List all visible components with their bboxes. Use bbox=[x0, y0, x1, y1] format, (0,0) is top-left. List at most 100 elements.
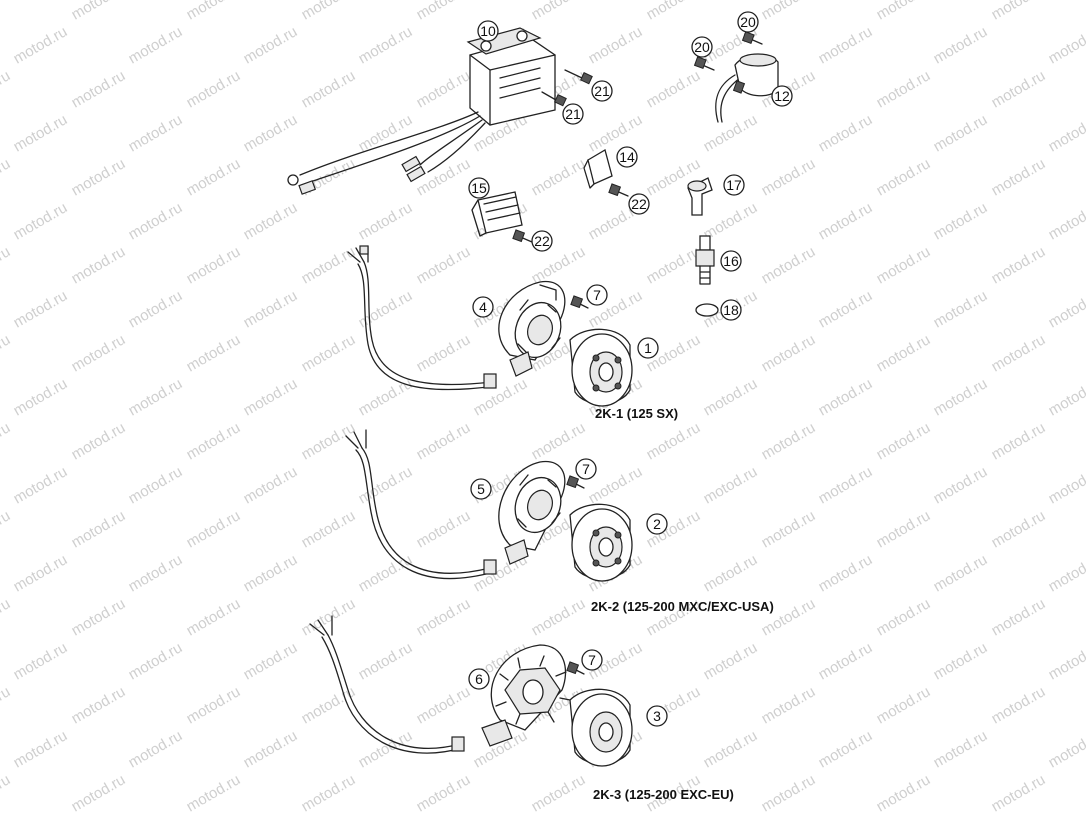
watermark-text: motod.ru bbox=[529, 155, 589, 199]
watermark-text: motod.ru bbox=[184, 243, 244, 287]
watermark-text: motod.ru bbox=[989, 507, 1049, 551]
watermark-text: motod.ru bbox=[874, 243, 934, 287]
watermark-text: motod.ru bbox=[874, 331, 934, 375]
watermark-text: motod.ru bbox=[356, 23, 416, 67]
watermark-text: motod.ru bbox=[184, 771, 244, 815]
svg-text:20: 20 bbox=[694, 39, 710, 55]
watermark-text: motod.ru bbox=[11, 463, 71, 507]
watermark-text: motod.ru bbox=[414, 419, 474, 463]
watermark-text: motod.ru bbox=[989, 0, 1049, 23]
watermark-text: motod.ru bbox=[989, 419, 1049, 463]
watermark-text: motod.ru bbox=[126, 23, 186, 67]
watermark-text: motod.ru bbox=[816, 639, 876, 683]
watermark-text: motod.ru bbox=[356, 375, 416, 419]
watermark-text: motod.ru bbox=[759, 155, 819, 199]
watermark-text: motod.ru bbox=[644, 419, 704, 463]
watermark-text: motod.ru bbox=[299, 0, 359, 23]
watermark-text: motod.ru bbox=[299, 683, 359, 727]
watermark-text: motod.ru bbox=[701, 639, 761, 683]
watermark-text: motod.ru bbox=[126, 375, 186, 419]
watermark-text: motod.ru bbox=[0, 67, 13, 111]
watermark-text: motod.ru bbox=[586, 111, 646, 155]
watermark-text: motod.ru bbox=[644, 0, 704, 23]
callout-16: 16 bbox=[720, 250, 742, 272]
watermark-text: motod.ru bbox=[11, 111, 71, 155]
watermark-text: motod.ru bbox=[241, 551, 301, 595]
watermark-text: motod.ru bbox=[759, 507, 819, 551]
watermark-text: motod.ru bbox=[701, 463, 761, 507]
watermark-text: motod.ru bbox=[11, 23, 71, 67]
callout-10: 10 bbox=[477, 20, 499, 42]
watermark-text: motod.ru bbox=[931, 199, 991, 243]
watermark-text: motod.ru bbox=[529, 771, 589, 815]
watermark-text: motod.ru bbox=[701, 111, 761, 155]
watermark-text: motod.ru bbox=[874, 67, 934, 111]
watermark-text: motod.ru bbox=[874, 419, 934, 463]
voltage-regulator bbox=[471, 191, 523, 237]
watermark-text: motod.ru bbox=[816, 551, 876, 595]
caption-2k-3: 2K-3 (125-200 EXC-EU) bbox=[593, 787, 734, 802]
watermark-text: motod.ru bbox=[816, 727, 876, 771]
watermark-text: motod.ru bbox=[759, 331, 819, 375]
ignition-coil bbox=[715, 53, 779, 123]
watermark-text: motod.ru bbox=[1046, 199, 1086, 243]
watermark-text: motod.ru bbox=[299, 419, 359, 463]
watermark-text: motod.ru bbox=[874, 771, 934, 815]
watermark-text: motod.ru bbox=[931, 639, 991, 683]
svg-text:21: 21 bbox=[594, 83, 610, 99]
callout-21-a: 21 bbox=[591, 80, 613, 102]
watermark-text: motod.ru bbox=[471, 375, 531, 419]
watermark-text: motod.ru bbox=[1046, 639, 1086, 683]
watermark-text: motod.ru bbox=[69, 595, 129, 639]
callout-20-b: 20 bbox=[691, 36, 713, 58]
watermark-text: motod.ru bbox=[241, 287, 301, 331]
screw-7-b bbox=[566, 475, 585, 489]
svg-text:7: 7 bbox=[582, 461, 590, 477]
stator-4 bbox=[498, 280, 566, 377]
watermark-text: motod.ru bbox=[759, 243, 819, 287]
watermark-text: motod.ru bbox=[11, 199, 71, 243]
callout-17: 17 bbox=[723, 174, 745, 196]
svg-text:3: 3 bbox=[653, 708, 661, 724]
bracket bbox=[583, 149, 613, 189]
screw-22-b bbox=[512, 229, 533, 243]
screw-7-a bbox=[570, 295, 589, 309]
spark-plug-cap bbox=[687, 177, 713, 216]
watermark-text: motod.ru bbox=[69, 243, 129, 287]
watermark-text: motod.ru bbox=[126, 639, 186, 683]
watermark-text: motod.ru bbox=[241, 375, 301, 419]
watermark-text: motod.ru bbox=[529, 0, 589, 23]
watermark-text: motod.ru bbox=[69, 419, 129, 463]
screw-20-b bbox=[741, 31, 763, 45]
watermark-text: motod.ru bbox=[356, 727, 416, 771]
svg-text:22: 22 bbox=[534, 233, 550, 249]
watermark-text: motod.ru bbox=[414, 771, 474, 815]
callout-5: 5 bbox=[470, 478, 492, 500]
watermark-text: motod.ru bbox=[701, 551, 761, 595]
callout-22-a: 22 bbox=[628, 193, 650, 215]
watermark-text: motod.ru bbox=[69, 331, 129, 375]
wire-harness-6 bbox=[309, 615, 465, 754]
caption-2k-1: 2K-1 (125 SX) bbox=[595, 406, 678, 421]
stator-5 bbox=[498, 460, 566, 565]
watermark-text: motod.ru bbox=[126, 199, 186, 243]
watermark-text: motod.ru bbox=[701, 375, 761, 419]
watermark-text: motod.ru bbox=[299, 243, 359, 287]
watermark-text: motod.ru bbox=[816, 199, 876, 243]
watermark-text: motod.ru bbox=[1046, 463, 1086, 507]
svg-text:17: 17 bbox=[726, 177, 742, 193]
svg-text:1: 1 bbox=[644, 340, 652, 356]
watermark-text: motod.ru bbox=[931, 23, 991, 67]
screw-22-a bbox=[608, 183, 629, 197]
callout-22-b: 22 bbox=[531, 230, 553, 252]
callout-4: 4 bbox=[472, 296, 494, 318]
svg-text:10: 10 bbox=[480, 23, 496, 39]
watermark-text: motod.ru bbox=[184, 419, 244, 463]
watermark-text: motod.ru bbox=[11, 287, 71, 331]
watermark-text: motod.ru bbox=[989, 155, 1049, 199]
caption-2k-2: 2K-2 (125-200 MXC/EXC-USA) bbox=[591, 599, 774, 614]
watermark-text: motod.ru bbox=[0, 419, 13, 463]
svg-text:6: 6 bbox=[475, 671, 483, 687]
